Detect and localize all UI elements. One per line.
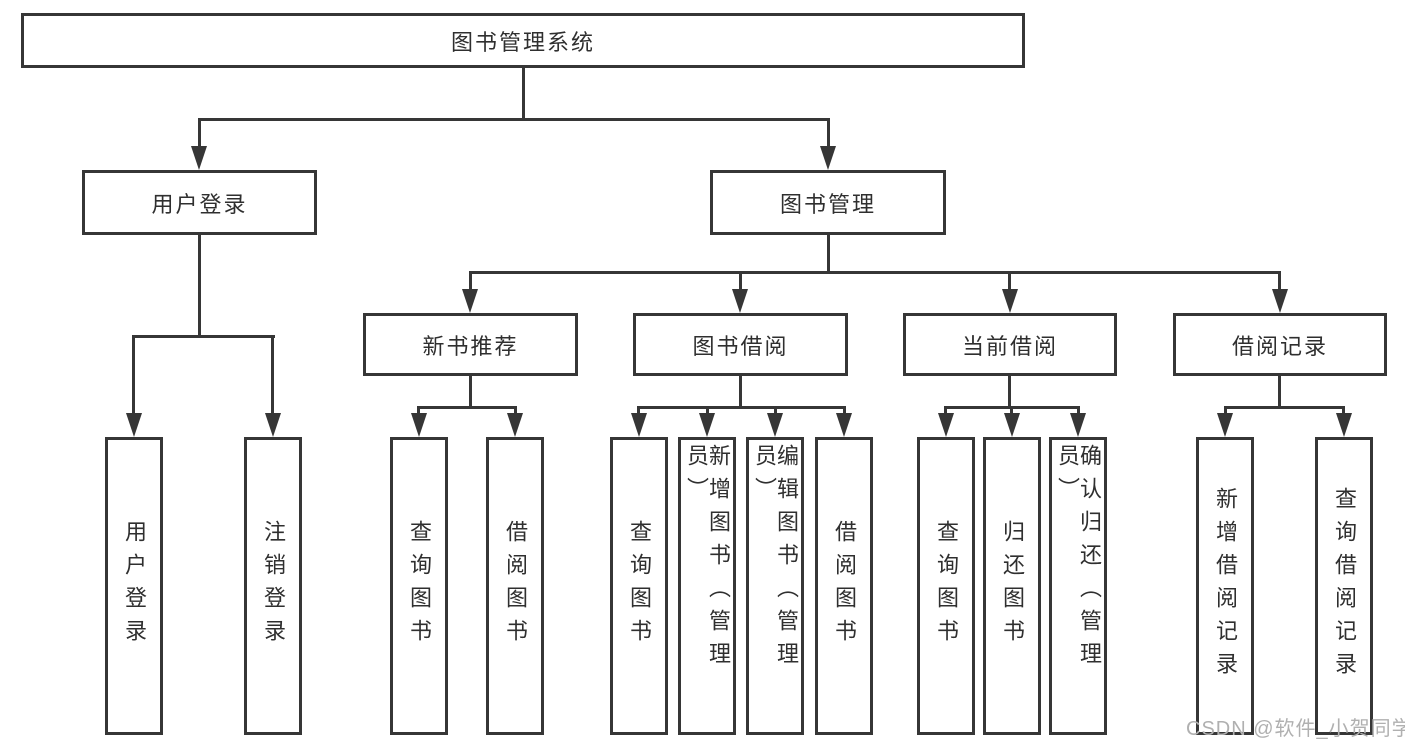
connector-line	[706, 406, 709, 416]
leaf-label: 查询借阅记录	[1332, 487, 1357, 685]
node-current-borrowing: 当前借阅	[903, 313, 1117, 376]
arrowhead-down-icon	[631, 413, 647, 437]
connector-line	[1224, 406, 1345, 409]
connector-line	[198, 118, 201, 152]
leaf-add-book-admin: 新增图书（管理员）	[678, 437, 736, 735]
arrowhead-down-icon	[1070, 413, 1086, 437]
arrowhead-down-icon	[462, 289, 478, 313]
connector-line	[419, 406, 517, 409]
connector-line	[1342, 406, 1345, 416]
connector-line	[1278, 271, 1281, 293]
leaf-label: 借阅图书	[832, 520, 857, 652]
connector-line	[1077, 406, 1080, 416]
leaf-return-books: 归还图书	[983, 437, 1041, 735]
connector-line	[638, 406, 846, 409]
leaf-label: 新增图书（管理员）	[684, 444, 731, 675]
connector-line	[514, 406, 517, 416]
arrowhead-down-icon	[507, 413, 523, 437]
leaf-label: 编辑图书（管理员）	[752, 444, 799, 675]
node-borrowing-records: 借阅记录	[1173, 313, 1387, 376]
connector-line	[1008, 271, 1011, 293]
arrowhead-down-icon	[732, 289, 748, 313]
leaf-label: 注销登录	[261, 520, 286, 652]
leaf-user-login: 用户登录	[105, 437, 163, 735]
connector-line	[1224, 406, 1227, 416]
arrowhead-down-icon	[1217, 413, 1233, 437]
connector-line	[1008, 376, 1011, 406]
arrowhead-down-icon	[1336, 413, 1352, 437]
connector-line	[739, 376, 742, 406]
arrowhead-down-icon	[938, 413, 954, 437]
connector-line	[944, 406, 947, 416]
leaf-label: 新增借阅记录	[1213, 487, 1238, 685]
node-book-borrowing: 图书借阅	[633, 313, 848, 376]
leaf-query-books-current: 查询图书	[917, 437, 975, 735]
arrowhead-down-icon	[411, 413, 427, 437]
arrowhead-down-icon	[767, 413, 783, 437]
connector-line	[522, 68, 525, 118]
connector-line	[469, 271, 1281, 274]
leaf-label: 确认归还（管理员）	[1055, 444, 1102, 675]
connector-line	[271, 335, 274, 416]
connector-line	[739, 271, 742, 293]
connector-line	[469, 376, 472, 406]
arrowhead-down-icon	[1002, 289, 1018, 313]
connector-line	[827, 235, 830, 271]
connector-line	[198, 235, 201, 335]
leaf-confirm-return-admin: 确认归还（管理员）	[1049, 437, 1107, 735]
leaf-borrow-books-recommend: 借阅图书	[486, 437, 544, 735]
leaf-label: 查询图书	[934, 520, 959, 652]
leaf-add-borrow-record: 新增借阅记录	[1196, 437, 1254, 735]
connector-line	[133, 335, 275, 338]
arrowhead-down-icon	[191, 146, 207, 170]
leaf-logout: 注销登录	[244, 437, 302, 735]
arrowhead-down-icon	[265, 413, 281, 437]
leaf-borrow-books-borrowing: 借阅图书	[815, 437, 873, 735]
leaf-query-borrow-record: 查询借阅记录	[1315, 437, 1373, 735]
node-new-book-recommendation: 新书推荐	[363, 313, 578, 376]
watermark: CSDN @软件_小贺同学	[1186, 718, 1405, 740]
leaf-query-books-borrowing: 查询图书	[610, 437, 668, 735]
leaf-label: 查询图书	[407, 520, 432, 652]
connector-line	[843, 406, 846, 416]
connector-line	[469, 271, 472, 293]
connector-line	[827, 118, 830, 152]
node-library-management-system: 图书管理系统	[21, 13, 1025, 68]
node-book-management: 图书管理	[710, 170, 946, 235]
connector-line	[417, 406, 420, 416]
connector-line	[637, 406, 640, 416]
arrowhead-down-icon	[126, 413, 142, 437]
arrowhead-down-icon	[699, 413, 715, 437]
connector-line	[1278, 376, 1281, 406]
leaf-label: 查询图书	[627, 520, 652, 652]
connector-line	[198, 118, 830, 121]
connector-line	[774, 406, 777, 416]
leaf-label: 借阅图书	[503, 520, 528, 652]
leaf-label: 用户登录	[122, 520, 147, 652]
node-user-login: 用户登录	[82, 170, 317, 235]
leaf-label: 归还图书	[1000, 520, 1025, 652]
arrowhead-down-icon	[820, 146, 836, 170]
leaf-query-books-recommend: 查询图书	[390, 437, 448, 735]
arrowhead-down-icon	[1272, 289, 1288, 313]
arrowhead-down-icon	[1004, 413, 1020, 437]
leaf-edit-book-admin: 编辑图书（管理员）	[746, 437, 804, 735]
arrowhead-down-icon	[836, 413, 852, 437]
connector-line	[1010, 406, 1013, 416]
connector-line	[132, 335, 135, 416]
